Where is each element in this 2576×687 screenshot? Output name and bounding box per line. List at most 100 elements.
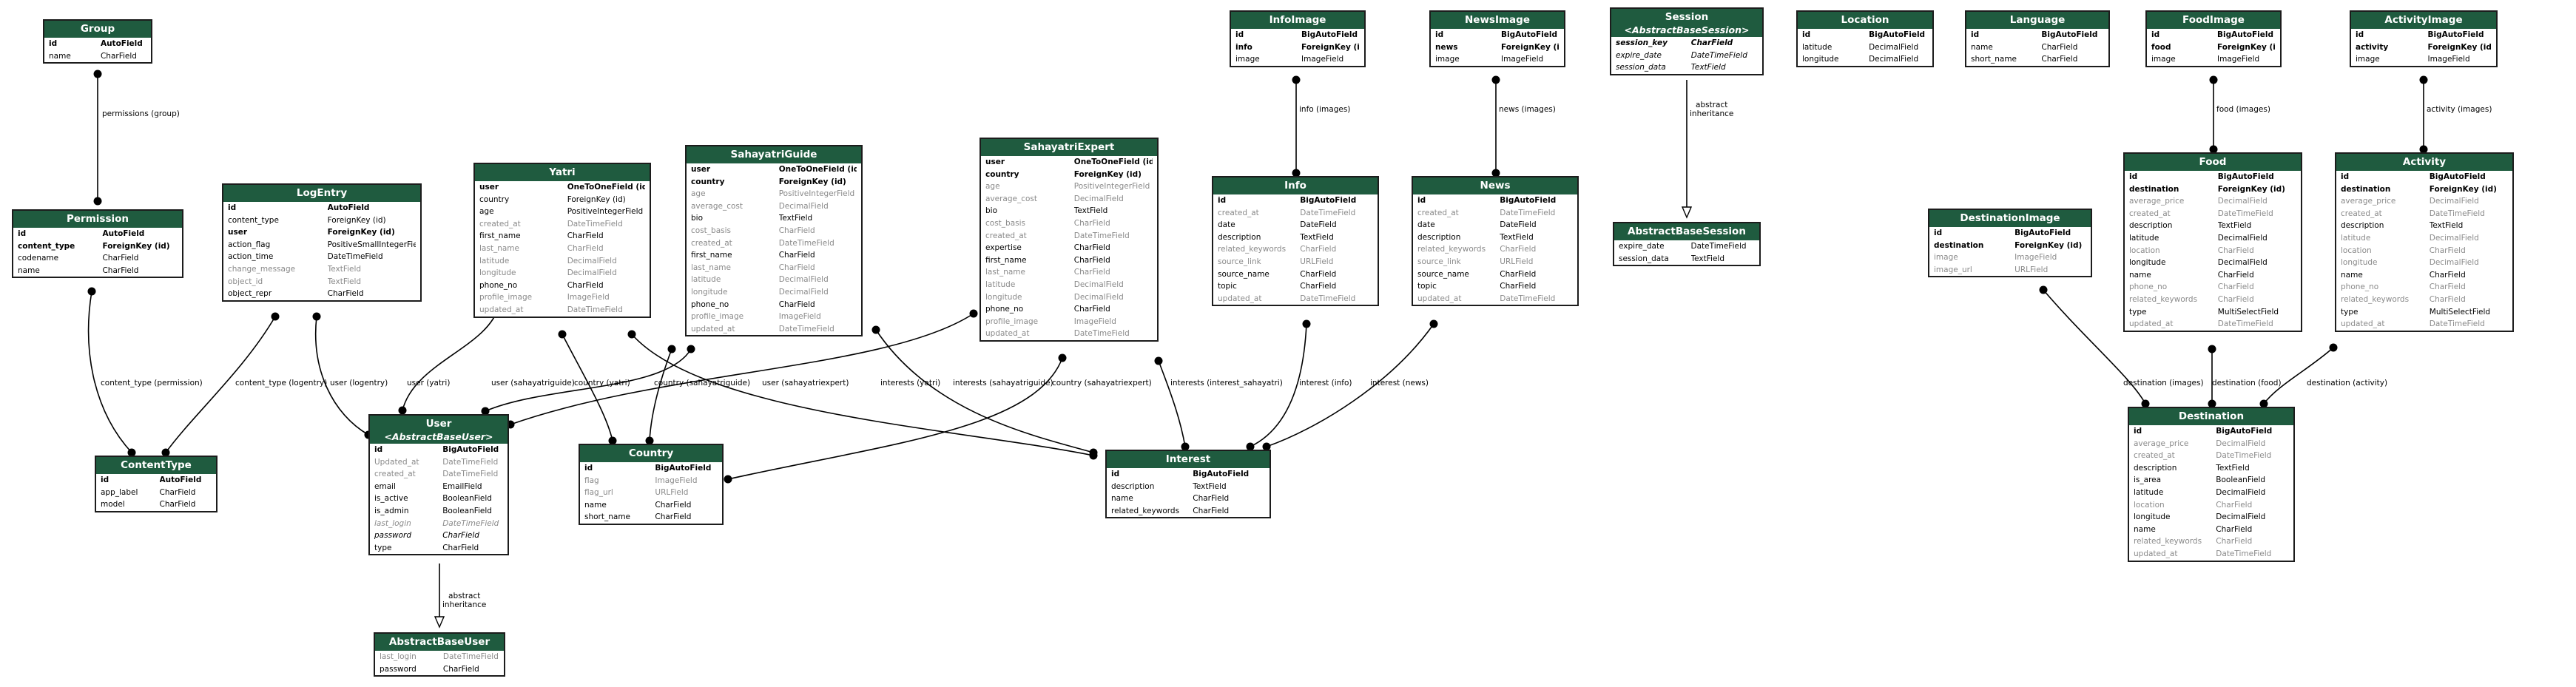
edge-end-dot (1246, 442, 1255, 451)
edge-end-dot (2419, 145, 2428, 154)
field-name: cost_basis (985, 218, 1025, 228)
field-name: session_data (1619, 254, 1669, 263)
edge-start-dot (2209, 75, 2218, 84)
field-type: DateTimeField (1073, 329, 1130, 339)
edge-label: content_type (logentry) (235, 379, 328, 388)
field-type: CharField (1073, 218, 1110, 228)
field-name: action_flag (228, 240, 271, 249)
field-type: CharField (102, 254, 139, 263)
edge-start-dot (312, 312, 321, 321)
field-type: DateTimeField (2217, 209, 2273, 218)
field-name: created_at (2341, 209, 2382, 218)
edge-start-dot (1154, 356, 1163, 365)
table-title-text: NewsImage (1465, 14, 1530, 26)
edge-label: interests (yatri) (880, 379, 941, 388)
field-type: URLField (1500, 257, 1534, 266)
field-type: DecimalField (778, 275, 829, 285)
field-name: bio (985, 206, 998, 216)
field-name: id (1417, 196, 1426, 205)
field-type: ForeignKey (id) (102, 241, 170, 251)
field-name: id (1802, 30, 1811, 39)
field-type: CharField (442, 531, 479, 541)
edge-yatri-country (558, 330, 617, 445)
field-name: id (2341, 172, 2350, 181)
field-name: updated_at (2134, 549, 2178, 558)
field-type: OneToOneField (id) (1073, 158, 1153, 166)
field-type: DateTimeField (567, 219, 623, 229)
field-type: TextField (327, 264, 362, 274)
field-name: latitude (2134, 487, 2164, 497)
field-type: CharField (1300, 282, 1337, 291)
field-type: PositiveSmallIntegerField (327, 240, 416, 249)
field-type: DateTimeField (1500, 294, 1556, 303)
field-row: cost_basis CharField (981, 217, 1157, 230)
field-name: expire_date (1619, 242, 1665, 251)
table-title-text: LogEntry (296, 187, 348, 199)
field-type: BooleanField (442, 506, 492, 515)
field-name: updated_at (1218, 294, 1262, 303)
field-type: CharField (2216, 500, 2253, 510)
edge-start-dot (271, 312, 280, 321)
field-name: object_id (228, 277, 263, 286)
edge-end-dot (93, 197, 102, 206)
table-title-text: DestinationImage (1960, 212, 2060, 224)
field-name: short_name (1971, 55, 2017, 64)
edge-end-dot (2209, 145, 2218, 154)
field-type: BigAutoField (2014, 229, 2071, 237)
edge-end-dot (2259, 399, 2268, 408)
table-title-text: Interest (1165, 453, 1211, 465)
edge-start-dot (87, 287, 96, 296)
field-name: last_name (691, 263, 731, 272)
field-type: ImageField (1301, 55, 1344, 64)
field-type: DateTimeField (1690, 50, 1747, 60)
field-type: DecimalField (2217, 197, 2268, 206)
table-title: Location (1798, 12, 1932, 29)
edge-label: food (images) (2216, 105, 2270, 114)
field-type: DecimalField (1073, 280, 1124, 289)
field-name: related_keywords (2341, 294, 2410, 304)
table-title: Destination (2129, 408, 2293, 425)
field-name: phone_no (691, 299, 729, 309)
field-type: EmailField (442, 481, 482, 491)
